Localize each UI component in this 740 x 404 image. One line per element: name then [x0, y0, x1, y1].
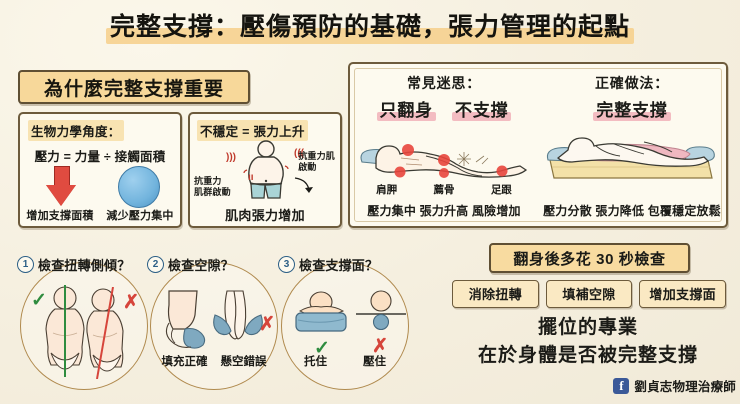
myth-bone-labels: 肩胛 薦骨 足跟 [358, 182, 530, 197]
myth-caption: 壓力集中 張力升高 風險增加 [367, 204, 521, 218]
action-tag-2: 填補空隙 [545, 280, 633, 308]
bone-label-scapula: 肩胛 [376, 184, 398, 196]
instability-heading-row: 不穩定 = 張力上升 [190, 114, 340, 141]
check-1-number: 1 [17, 256, 34, 273]
myth-illustration [356, 126, 532, 184]
antigravity-right-annotation: 抗重力肌 啟動 [298, 151, 335, 172]
tension-squiggle-right-icon: ((( [294, 148, 304, 159]
myth-headline-a: 只翻身 [379, 101, 433, 120]
check-circle-1: 1 檢查扭轉側傾？ ✓ ✗ [17, 256, 148, 390]
credit-author-name: 劉貞志物理治療師 [634, 380, 736, 394]
reduce-pressure-label: 減少壓力集中 [106, 210, 174, 222]
check-1-good-mark: ✓ [31, 290, 47, 311]
biomechanics-heading: 生物力學角度： [28, 120, 124, 141]
curved-arrow-icon [294, 177, 313, 193]
check-2-number: 2 [147, 256, 164, 273]
correct-caption: 壓力分散 張力降低 包覆穩定放鬆 [543, 204, 721, 218]
muscle-tension-caption: 肌肉張力增加 [225, 208, 305, 223]
myth-headline-b: 不支撐 [455, 101, 509, 120]
correct-headline-text: 完整支撐 [596, 101, 668, 120]
instability-heading: 不穩定 = 張力上升 [197, 120, 308, 141]
comparison-panel: 常見迷思： 只翻身 不支撐 [348, 62, 728, 228]
bone-label-sacrum: 薦骨 [433, 184, 455, 196]
check-3-good-mark: ✓ [314, 338, 330, 359]
check-3-bad-mark: ✗ [372, 336, 388, 357]
tagline-line-2: 在於身體是否被完整支撐 [477, 345, 698, 366]
check-3-good-label: 托住 [304, 356, 327, 368]
check-3-header: 3 檢查支撐面？ [278, 255, 418, 274]
closing-tagline: 擺位的專業 在於身體是否被完整支撐 [440, 312, 736, 367]
tension-mark-icon: ıı [248, 172, 254, 183]
check-2-title: 檢查空隙？ [168, 258, 235, 273]
pressed-head-icon [356, 290, 406, 331]
twisted-torso-icon [86, 287, 124, 379]
bone-label-heel: 足跟 [490, 184, 512, 196]
filled-gap-icon [165, 290, 206, 349]
myth-headline: 只翻身 不支撐 [350, 96, 538, 121]
increase-support-area-label: 增加支撐面積 [26, 210, 94, 222]
standing-figure-icon [243, 140, 289, 199]
myth-kicker: 常見迷思： [407, 75, 481, 91]
title-highlight [105, 28, 634, 44]
aligned-torso-icon [45, 285, 85, 377]
thirty-second-check-label: 翻身後多花 30 秒檢查 [513, 250, 666, 268]
check-1-title: 檢查扭轉側傾？ [38, 258, 131, 273]
action-tag-3: 增加支撐面 [639, 280, 727, 308]
correct-kicker: 正確做法： [595, 75, 669, 91]
tagline-line-1: 擺位的專業 [537, 317, 638, 338]
tension-squiggle-left-icon: ))) [226, 152, 236, 163]
action-tag-row: 消除扭轉 填補空隙 增加支撐面 [452, 280, 727, 308]
down-arrow-icon [46, 166, 76, 206]
action-tag-1: 消除扭轉 [452, 280, 539, 308]
check-3-bad-label: 壓住 [363, 356, 386, 368]
antigravity-left-annotation: 抗重力 肌群啟動 [194, 176, 231, 197]
correct-headline: 完整支撐 [538, 96, 726, 121]
floating-gap-icon [213, 290, 263, 340]
check-circle-3: 3 檢查支撐面？ ✓ ✗ 托住 壓住 [278, 256, 409, 390]
check-1-header: 1 檢查扭轉側傾？ [17, 255, 157, 274]
check-3-number: 3 [278, 256, 295, 273]
facebook-icon[interactable]: f [613, 377, 630, 394]
correct-column: 正確做法： 完整支撐 [538, 64, 726, 226]
title-text: 完整支撐：壓傷預防的基礎，張力管理的起點 [109, 13, 630, 41]
correct-illustration [544, 120, 720, 186]
instability-card: 不穩定 = 張力上升 ))) ((( ıı 抗重力 肌群啟動 抗重力肌 啟動 肌… [188, 112, 342, 228]
supported-head-icon [295, 291, 347, 332]
credit-row: f 劉貞志物理治療師 [440, 376, 740, 395]
check-2-labels: 填充正確 懸空錯誤 [155, 353, 273, 369]
blue-sphere-icon [118, 166, 160, 208]
check-2-bad-label: 懸空錯誤 [220, 356, 267, 368]
check-1-bad-mark: ✗ [123, 292, 139, 313]
biomechanics-card: 生物力學角度： 壓力 = 力量 ÷ 接觸面積 增加支撐面積 減少壓力集中 [18, 112, 182, 228]
why-section-badge-label: 為什麼完整支撐重要 [43, 78, 224, 100]
check-3-title: 檢查支撐面？ [299, 258, 379, 273]
biomechanics-heading-row: 生物力學角度： [20, 114, 180, 141]
pressure-equation: 壓力 = 力量 ÷ 接觸面積 [34, 150, 166, 164]
biomechanics-labels: 增加支撐面積 減少壓力集中 [20, 207, 180, 223]
check-2-header: 2 檢查空隙？ [147, 255, 287, 274]
check-3-labels: 托住 壓住 [286, 353, 404, 369]
check-2-bad-mark: ✗ [259, 314, 275, 335]
thirty-second-check-badge: 翻身後多花 30 秒檢查 [489, 243, 690, 273]
why-section-badge: 為什麼完整支撐重要 [18, 70, 250, 104]
myth-column: 常見迷思： 只翻身 不支撐 [350, 64, 538, 226]
page-title: 完整支撐：壓傷預防的基礎，張力管理的起點 [0, 8, 740, 46]
check-circle-2: 2 檢查空隙？ ✓ ✗ 填充正確 懸空錯誤 [147, 256, 278, 390]
check-2-good-label: 填充正確 [161, 356, 208, 368]
